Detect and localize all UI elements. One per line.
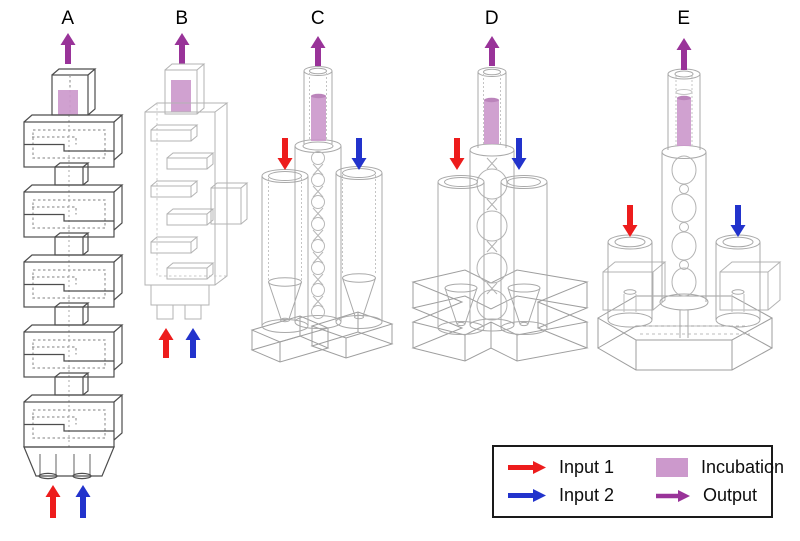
input2-arrow [351, 138, 367, 170]
input1-arrow-icon [508, 461, 546, 474]
output-arrow [484, 36, 500, 66]
input2-arrow [75, 485, 91, 518]
input1-arrow [158, 328, 174, 358]
legend-item-label: Input 1 [559, 457, 615, 477]
inlet-feet [150, 284, 210, 320]
device-d [412, 36, 588, 362]
outlet-tube [477, 67, 507, 148]
output-arrow [174, 33, 190, 64]
legend-item: Input 2 [508, 485, 656, 506]
mixer-tower [23, 114, 123, 448]
chain-mixer [671, 155, 697, 297]
input2-arrow [511, 138, 527, 170]
incubation-region [171, 80, 191, 112]
legend-item-label: Incubation [701, 457, 785, 477]
device-e [597, 38, 782, 371]
legend: Input 1 Incubation Input 2 Output [492, 445, 784, 518]
device-base [412, 269, 588, 362]
outlet-tube [303, 66, 333, 144]
input1-arrow [45, 485, 61, 518]
incubation-region [311, 93, 326, 141]
reservoir-right [335, 166, 383, 329]
reservoir-left [261, 169, 309, 333]
side-port-block [210, 182, 249, 225]
device-base [250, 311, 394, 363]
incubation-region [677, 95, 691, 146]
device-b [144, 33, 249, 358]
legend-item: Incubation [656, 457, 784, 478]
output-arrow [310, 36, 326, 66]
reservoir-left [437, 175, 485, 335]
legend-item-label: Output [703, 485, 758, 505]
output-arrow-icon [656, 489, 690, 502]
baffle-plates [150, 124, 214, 280]
device-c [250, 36, 394, 363]
legend-item: Input 1 [508, 457, 656, 478]
input1-arrow [622, 205, 638, 237]
device-a [23, 33, 123, 518]
mixer-column [659, 145, 709, 338]
panel-label-b: B [175, 8, 189, 29]
reservoir-right [715, 234, 761, 328]
output-arrow [60, 33, 76, 64]
input2-arrow-icon [508, 489, 546, 502]
legend-item-label: Input 2 [559, 485, 615, 505]
input2-arrow [185, 328, 201, 358]
incubation-region [484, 97, 499, 144]
mixer-column [469, 143, 515, 332]
input1-arrow [277, 138, 293, 170]
input1-arrow [449, 138, 465, 170]
panel-label-d: D [484, 8, 500, 29]
panel-label-c: C [310, 8, 326, 29]
panel-label-a: A [61, 8, 75, 29]
chain-mixer [476, 157, 508, 321]
inlet-ports [23, 446, 115, 480]
reservoir-left [607, 234, 653, 328]
output-arrow [676, 38, 692, 70]
incubation-swatch [656, 458, 688, 477]
chain-mixer [311, 151, 325, 319]
side-block-left [602, 261, 667, 311]
incubation-region [58, 90, 78, 115]
side-block-right [719, 261, 782, 311]
panel-label-e: E [677, 8, 691, 29]
device-base [597, 295, 773, 371]
reservoir-right [500, 175, 548, 335]
input2-arrow [730, 205, 746, 237]
legend-item: Output [656, 485, 784, 506]
